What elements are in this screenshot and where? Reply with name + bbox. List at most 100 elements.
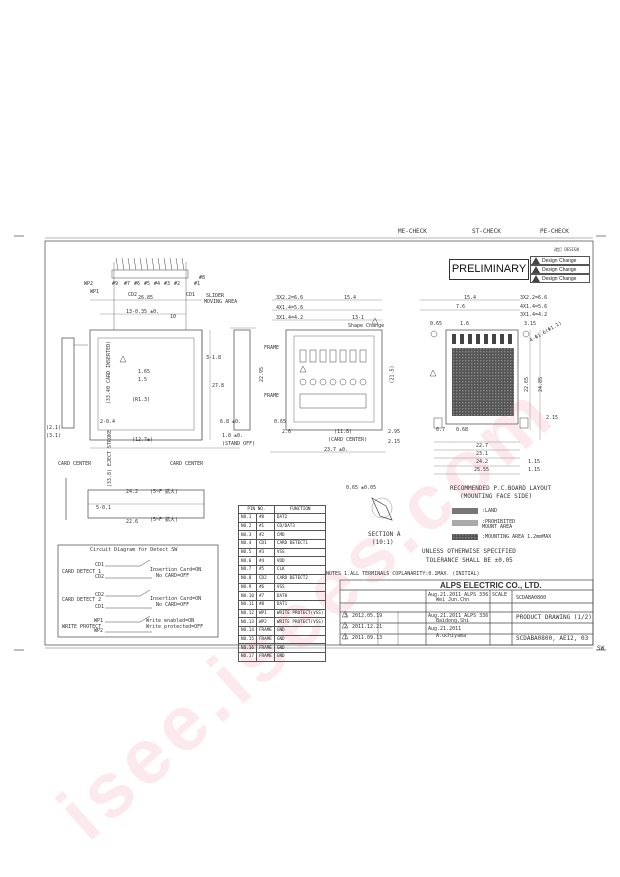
dim-label: 1.6 bbox=[460, 321, 470, 327]
dim-label: 3.15 bbox=[524, 321, 537, 327]
section-a-label: SECTION A bbox=[368, 531, 401, 538]
revision-row: Design Change bbox=[530, 274, 590, 283]
drawn-name: Wei Jun.Chn bbox=[436, 597, 470, 603]
pe-check-label: PE-CHECK bbox=[540, 228, 569, 235]
dim-label: 1.5 bbox=[138, 377, 148, 383]
tolerance-line-1: UNLESS OTHERWISE SPECIFIED bbox=[422, 548, 516, 555]
pin-label: #9 bbox=[112, 281, 119, 287]
pin-label: WP2 bbox=[84, 281, 94, 287]
dim-label: (33.8) EJECT STROKE bbox=[107, 429, 114, 488]
st-check-label: ST-CHECK bbox=[472, 228, 501, 235]
dim-label: SLIDER bbox=[206, 293, 225, 299]
preliminary-stamp: PRELIMINARY bbox=[449, 259, 529, 280]
pcb-layout-title: RECOMMENDED P.C.BOARD LAYOUT bbox=[450, 485, 552, 492]
dim-label: 10 bbox=[170, 314, 177, 320]
dim-label: (11.8) bbox=[334, 429, 353, 435]
table-header: FUNCTION bbox=[273, 505, 327, 514]
table-cell: #3 bbox=[255, 547, 275, 558]
circuit-note: Write protected=OFF bbox=[146, 624, 204, 630]
circuit-row-label: CARD DETECT 1 bbox=[62, 569, 102, 575]
dim-label: 1.8 ±0. bbox=[222, 433, 244, 439]
pcb-layout bbox=[445, 329, 519, 425]
circuit-note: Insertion Card=ON bbox=[150, 596, 202, 602]
section-a-detail bbox=[371, 497, 393, 521]
table-cell: NO.9 bbox=[238, 582, 257, 593]
history-mark: 1 bbox=[344, 635, 348, 641]
dim-label: 2-0.4 bbox=[100, 419, 116, 425]
dim-label: 22.95 bbox=[259, 366, 266, 383]
drawn-info: Aug.21.2011 ALPS 336 bbox=[428, 592, 489, 598]
dim-label: 15.4 bbox=[344, 295, 357, 301]
dim-label: 13-0.35 ±0. bbox=[126, 309, 160, 315]
table-header: PIN NO. bbox=[238, 505, 275, 514]
revision-box: 改訂 DESIGN Design Change Design Change De… bbox=[530, 246, 590, 286]
circuit-note: No CARD=OFF bbox=[156, 573, 190, 579]
table-cell: #4 bbox=[255, 556, 275, 567]
table-cell: VDD bbox=[273, 556, 327, 567]
me-check-label: ME-CHECK bbox=[398, 228, 427, 235]
revision-triangle-icon bbox=[532, 257, 540, 264]
dim-label: 4X1.4=5.6 bbox=[520, 304, 548, 310]
dim-label: 2.15 bbox=[546, 415, 559, 421]
table-cell: CARD DETECT2 bbox=[273, 573, 327, 584]
table-cell: NO.12 bbox=[238, 608, 257, 619]
table-cell: CD2 bbox=[255, 573, 275, 584]
table-cell: FRAME bbox=[255, 634, 275, 645]
circuit-note: No CARD=OFF bbox=[156, 602, 190, 608]
history-mark: 3 bbox=[344, 613, 348, 619]
history-date: 2012.05.19 bbox=[352, 613, 383, 619]
dim-label: 27.8 bbox=[212, 383, 225, 389]
dim-label: 22.6 bbox=[126, 519, 139, 525]
legend-prohibited-label: :PROHIBITED MOUNT AREA bbox=[482, 519, 516, 530]
dim-label: (CARD CENTER) bbox=[328, 437, 368, 443]
table-cell: NO.5 bbox=[238, 547, 257, 558]
company-name: ALPS ELECTRIC CO., LTD. bbox=[440, 581, 542, 590]
pcb-pads bbox=[452, 334, 512, 344]
dim-label: MOVING AREA bbox=[204, 299, 238, 305]
circuit-title: Circuit Diagram for Detect SW bbox=[90, 547, 178, 553]
dim-label: 15.4 bbox=[464, 295, 477, 301]
dim-label: FRAME bbox=[264, 393, 280, 399]
dim-label: 22.65 bbox=[524, 376, 531, 393]
table-cell: NO.7 bbox=[238, 565, 257, 575]
table-header-row: PIN NO. FUNCTION bbox=[238, 505, 327, 514]
pin-label: CD2 bbox=[128, 292, 138, 298]
pin-label: #3 bbox=[164, 281, 171, 287]
table-cell: NO.3 bbox=[238, 530, 257, 541]
table-cell: NO.8 bbox=[238, 573, 257, 584]
dim-label: (21.5) bbox=[389, 365, 396, 384]
dim-label: (12.7±) bbox=[132, 437, 154, 443]
dim-label: 0.65 bbox=[274, 419, 287, 425]
legend-land-swatch bbox=[452, 508, 478, 514]
table-cell: NO.6 bbox=[238, 556, 257, 567]
dim-label: (STAND OFF) bbox=[222, 441, 256, 447]
history-date: 2011.09.13 bbox=[352, 635, 383, 641]
title-block bbox=[339, 579, 594, 646]
approved-info: Aug.21.2011 bbox=[428, 626, 462, 632]
dim-label: 24.2 bbox=[126, 489, 139, 495]
circuit-diagram-box bbox=[57, 544, 219, 638]
table-cell: NO.4 bbox=[238, 539, 257, 549]
table-cell: GND bbox=[273, 625, 327, 636]
section-a-scale: (10:1) bbox=[372, 539, 394, 546]
pin-label: CD1 bbox=[186, 292, 196, 298]
table-cell: #8 bbox=[255, 599, 275, 610]
revision-row: Design Change bbox=[530, 265, 590, 274]
revision-triangle-icon bbox=[532, 275, 540, 282]
dim-label: 23.7 ±0. bbox=[324, 447, 349, 453]
circuit-row-label: WRITE PROTECT bbox=[62, 624, 102, 630]
pin-label: #5 bbox=[144, 281, 151, 287]
dim-label: FRAME bbox=[264, 345, 280, 351]
dim-label: (R1.3) bbox=[132, 397, 151, 403]
dim-label: 3X1.4=4.2 bbox=[520, 312, 548, 318]
revision-triangle-icon bbox=[532, 266, 540, 273]
